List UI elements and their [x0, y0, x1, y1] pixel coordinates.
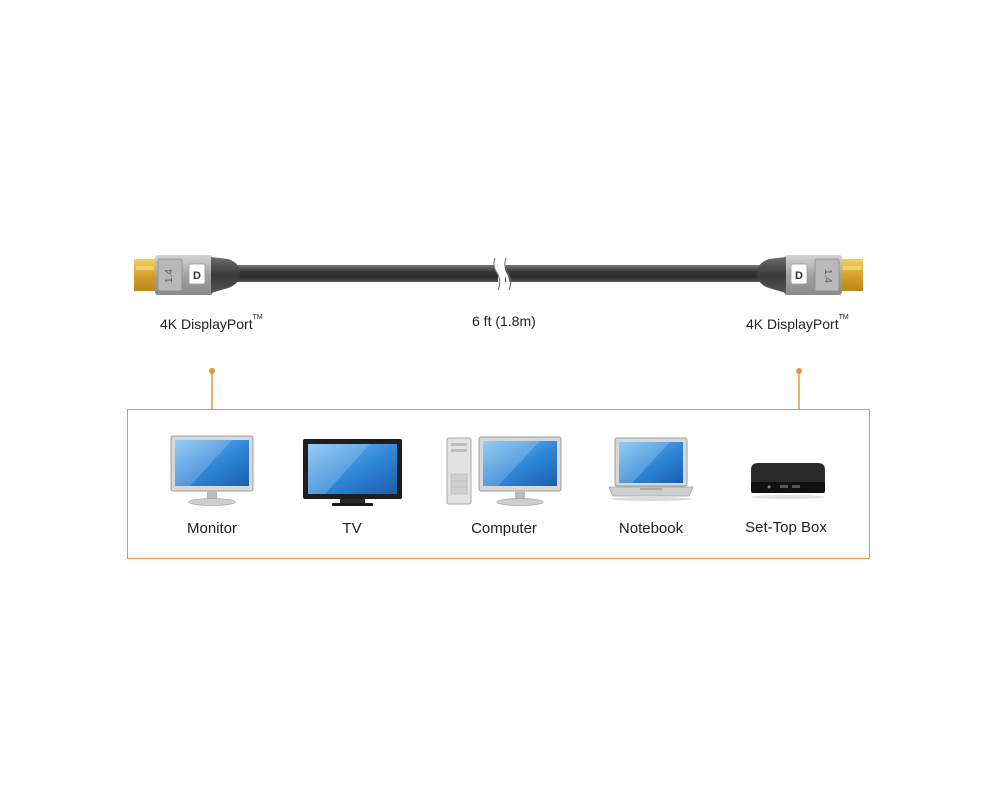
left-displayport-connector: 1.4 D	[134, 255, 240, 295]
device-label-monitor: Monitor	[186, 520, 238, 537]
notebook-icon	[608, 437, 694, 501]
trademark-symbol: TM	[838, 314, 849, 321]
cable-segment-right	[505, 265, 763, 282]
cable-break-icon	[494, 257, 504, 291]
computer-icon	[446, 436, 562, 506]
cable-segment-left	[236, 265, 498, 282]
device-label-tv: TV	[342, 520, 362, 537]
right-displayport-connector: 1.4 D	[757, 255, 863, 295]
set-top-box-icon	[751, 463, 825, 499]
device-label-set-top-box: Set-Top Box	[745, 519, 827, 536]
cable-length-label: 6 ft (1.8m)	[472, 313, 536, 329]
svg-text:D: D	[193, 270, 201, 282]
device-label-computer: Computer	[471, 520, 537, 537]
compatible-devices-box	[127, 409, 870, 559]
trademark-symbol: TM	[252, 314, 263, 321]
cable-break-icon-2	[500, 257, 510, 291]
device-label-notebook: Notebook	[618, 520, 684, 537]
monitor-icon	[170, 435, 254, 506]
svg-text:1.4: 1.4	[164, 269, 175, 283]
tv-icon	[303, 439, 402, 506]
svg-text:D: D	[795, 270, 803, 282]
left-connector-label: 4K DisplayPortTM	[160, 314, 263, 332]
right-connector-label: 4K DisplayPortTM	[746, 314, 849, 332]
svg-text:1.4: 1.4	[822, 269, 833, 283]
